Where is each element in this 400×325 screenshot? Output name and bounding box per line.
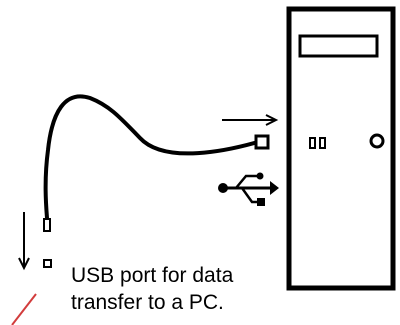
red-pointer-line [11,293,37,325]
usb-trident-icon [218,172,279,206]
usb-plug-pc-end [254,134,270,150]
caption-line-2: transfer to a PC. [71,291,224,314]
drive-bay [298,34,379,58]
caption-line-1: USB port for data [71,264,234,287]
usb-plug-device-end [43,218,51,232]
arrow-right-icon [222,114,279,126]
power-button [369,133,385,149]
usb-socket-right [319,137,326,149]
usb-socket-left [309,137,316,149]
usb-cable [43,94,260,220]
pc-tower-case [286,6,396,291]
usb-port-small [43,259,52,268]
pc-tower [286,6,396,291]
arrow-down-icon [18,212,30,271]
